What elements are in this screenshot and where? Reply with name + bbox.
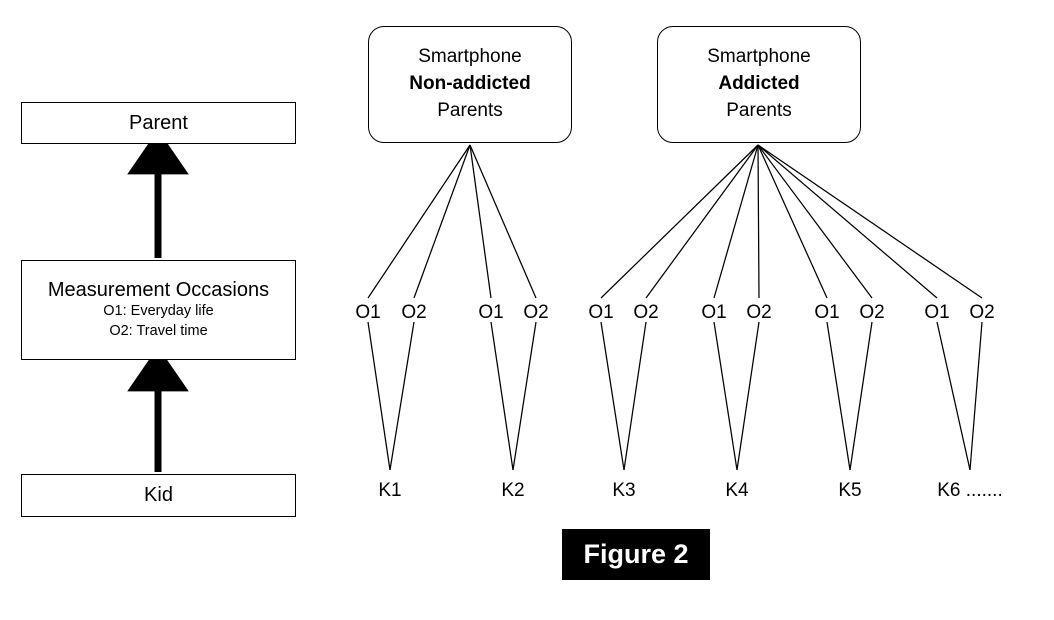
connector-occasion-to-kid <box>849 321 873 471</box>
level-title-measurement-occasions: Measurement Occasions <box>47 278 270 301</box>
kid-label-k2: K2 <box>501 480 525 501</box>
occasion-label-o1: O1 <box>478 302 504 323</box>
level-box-kid: Kid <box>21 474 296 517</box>
connector-occasion-to-kid <box>600 321 625 471</box>
kid-label-k6: K6 ....... <box>937 480 1003 501</box>
connector-group-to-occasion <box>757 144 983 299</box>
group-line-smartphone: Smartphone <box>707 46 811 68</box>
connector-occasion-to-kid <box>736 321 760 471</box>
connector-fan-non-addicted <box>367 144 537 299</box>
figure-caption-text: Figure 2 <box>583 539 689 569</box>
group-line-non-addicted: Non-addicted <box>409 73 531 95</box>
occasion-label-o2: O2 <box>859 302 885 323</box>
kid-label-k1: K1 <box>378 480 402 501</box>
connector-group-to-occasion <box>757 144 760 299</box>
level-box-parent: Parent <box>21 102 296 144</box>
connector-occasion-to-kid <box>713 321 738 471</box>
connector-group-to-occasion <box>757 144 873 299</box>
connector-occasion-to-kid <box>389 321 415 471</box>
connector-group-to-occasion <box>757 144 828 299</box>
connector-fan-addicted <box>600 144 983 299</box>
connector-occasion-to-kid <box>512 321 537 471</box>
connector-occasion-to-kid <box>969 321 983 471</box>
figure-caption-plate: Figure 2 <box>562 529 710 580</box>
occasion-label-o2: O2 <box>969 302 995 323</box>
group-line-parents: Parents <box>726 99 792 121</box>
occasion-label-o1: O1 <box>924 302 950 323</box>
connector-group-to-occasion <box>600 144 759 299</box>
occasion-label-o2: O2 <box>746 302 772 323</box>
group-line-parents: Parents <box>437 99 503 121</box>
kid-label-k5: K5 <box>838 480 862 501</box>
kid-label-k4: K4 <box>725 480 749 501</box>
occasion-label-o2: O2 <box>633 302 659 323</box>
level-subline-occasion-2: O2: Travel time <box>109 322 208 339</box>
occasion-label-o1: O1 <box>355 302 381 323</box>
occasion-label-o1: O1 <box>588 302 614 323</box>
level-box-measurement-occasions: Measurement Occasions O1: Everyday life … <box>21 260 296 360</box>
level-title-parent: Parent <box>129 111 188 134</box>
connector-occasion-to-kid <box>826 321 851 471</box>
kid-label-k3: K3 <box>612 480 636 501</box>
connector-group-to-occasion <box>469 144 492 299</box>
connector-group-to-occasion <box>713 144 759 299</box>
occasion-label-o1: O1 <box>701 302 727 323</box>
connector-occasion-to-kid <box>936 321 971 471</box>
level-subline-occasion-1: O1: Everyday life <box>103 302 214 319</box>
connector-occasion-to-kid <box>490 321 514 471</box>
occasion-label-o1: O1 <box>814 302 840 323</box>
connector-occasion-to-kid <box>623 321 647 471</box>
connector-occasion-to-kid <box>367 321 391 471</box>
occasion-label-o2: O2 <box>523 302 549 323</box>
group-line-addicted: Addicted <box>718 73 800 95</box>
connector-group-to-occasion <box>645 144 759 299</box>
connector-group-to-occasion <box>367 144 471 299</box>
group-box-addicted: Smartphone Addicted Parents <box>657 26 861 143</box>
level-title-kid: Kid <box>144 484 173 506</box>
group-line-smartphone: Smartphone <box>418 46 522 68</box>
connector-group-to-occasion <box>757 144 938 299</box>
connector-group-to-occasion <box>413 144 471 299</box>
occasion-label-o2: O2 <box>401 302 427 323</box>
connector-occasion-to-kid-group <box>367 321 983 471</box>
connector-group-to-occasion <box>469 144 537 299</box>
group-box-non-addicted: Smartphone Non-addicted Parents <box>368 26 572 143</box>
